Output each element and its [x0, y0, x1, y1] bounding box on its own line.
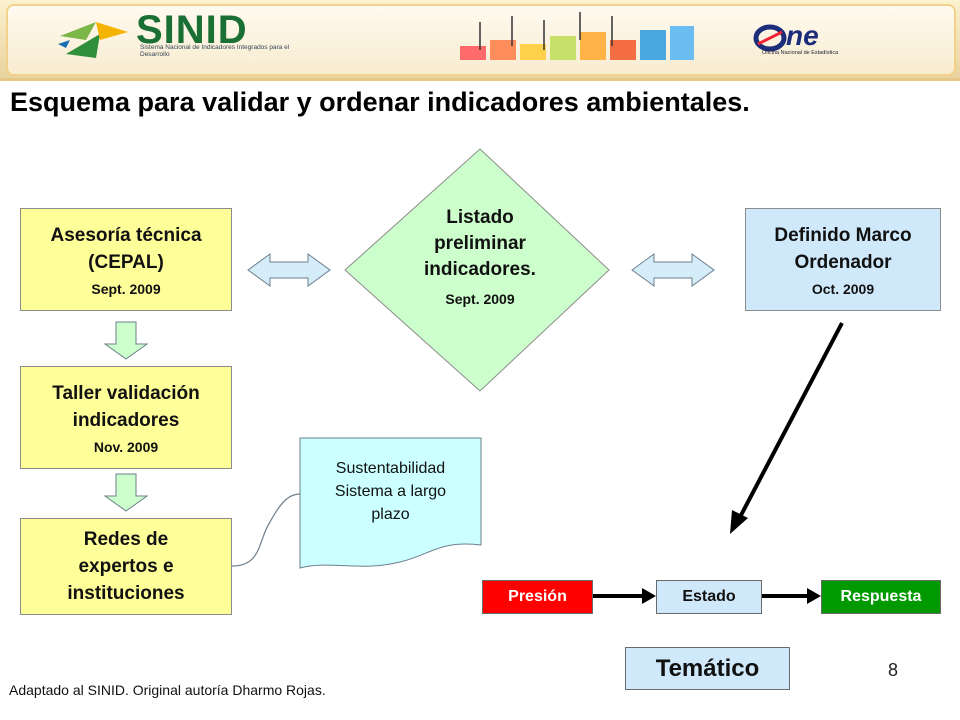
asesoria-box: Asesoría técnica (CEPAL) Sept. 2009	[20, 208, 232, 311]
taller-date: Nov. 2009	[93, 439, 159, 455]
double-arrow-right	[631, 253, 715, 287]
taller-label-1: Taller validación	[52, 383, 200, 404]
listado-label-1: Listado	[446, 207, 514, 228]
footer-credit: Adaptado al SINID. Original autoría Dhar…	[9, 682, 326, 698]
redes-label-3: instituciones	[67, 583, 185, 604]
down-arrow-1	[103, 321, 149, 360]
diagonal-arrow-head	[730, 510, 748, 534]
nota-document-shape	[299, 437, 482, 569]
nota-line-2: Sistema a largo	[334, 483, 447, 500]
listado-label-2: preliminar	[434, 233, 526, 254]
header-frame	[6, 4, 956, 76]
sinid-logo: SINID Sistema Nacional de Indicadores In…	[56, 8, 316, 66]
decorative-bars-icon	[460, 12, 694, 60]
marco-box: Definido Marco Ordenador Oct. 2009	[745, 208, 941, 311]
listado-date: Sept. 2009	[445, 291, 515, 307]
redes-label-1: Redes de	[83, 529, 169, 550]
slide-title: Esquema para validar y ordenar indicador…	[10, 87, 750, 117]
listado-text: Listado preliminar indicadores. Sept. 20…	[392, 205, 568, 307]
asesoria-label-2: (CEPAL)	[88, 252, 164, 273]
marco-label-2: Ordenador	[794, 252, 892, 273]
page-number: 8	[888, 660, 899, 680]
taller-box: Taller validación indicadores Nov. 2009	[20, 366, 232, 469]
nota-line-1: Sustentabilidad	[335, 460, 446, 477]
nota-text: Sustentabilidad Sistema a largo plazo	[303, 457, 478, 526]
respuesta-box: Respuesta	[821, 580, 941, 614]
nota-line-3: plazo	[371, 506, 410, 523]
marco-date: Oct. 2009	[811, 281, 875, 297]
redes-box: Redes de expertos e instituciones	[20, 518, 232, 615]
one-emblem-icon	[753, 24, 787, 52]
redes-label-2: expertos e	[78, 556, 174, 577]
presion-box: Presión	[482, 580, 593, 614]
listado-diamond	[344, 148, 610, 392]
asesoria-date: Sept. 2009	[91, 281, 161, 297]
arrow-estado-respuesta-head	[807, 588, 821, 604]
listado-label-3: indicadores.	[424, 259, 536, 280]
tematico-box: Temático	[625, 647, 790, 690]
one-logo: ne Oficina Nacional de Estadística	[753, 20, 886, 62]
taller-label-2: indicadores	[72, 410, 180, 431]
diagonal-arrow	[737, 322, 844, 520]
header-banner: SINID Sistema Nacional de Indicadores In…	[0, 0, 960, 81]
nota-connector	[231, 493, 301, 567]
one-subtitle: Oficina Nacional de Estadística	[762, 50, 839, 56]
marco-label-1: Definido Marco	[774, 225, 912, 246]
sinid-emblem-icon	[58, 22, 128, 58]
down-arrow-2	[103, 473, 149, 512]
double-arrow-left	[247, 253, 331, 287]
sinid-logo-text: SINID	[136, 8, 248, 52]
asesoria-label-1: Asesoría técnica	[50, 225, 202, 246]
sinid-subtitle: Sistema Nacional de Indicadores Integrad…	[140, 44, 290, 58]
one-logo-text: ne	[786, 20, 819, 51]
arrow-presion-estado-head	[642, 588, 656, 604]
estado-box: Estado	[656, 580, 762, 614]
